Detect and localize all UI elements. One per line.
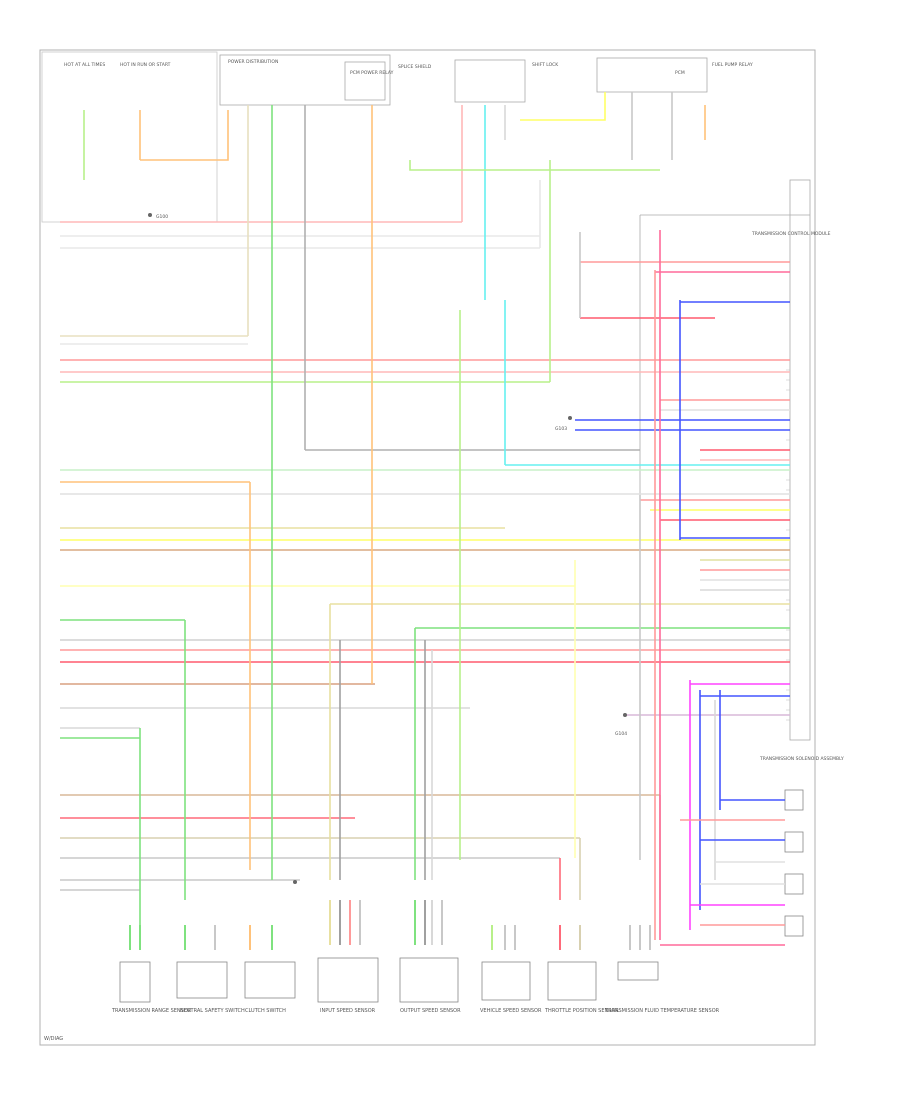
svg-text:VEHICLE SPEED SENSOR: VEHICLE SPEED SENSOR: [480, 1008, 542, 1014]
svg-text:HOT AT ALL TIMES: HOT AT ALL TIMES: [64, 62, 105, 68]
svg-text:INPUT SPEED SENSOR: INPUT SPEED SENSOR: [320, 1008, 376, 1014]
svg-text:FUEL PUMP RELAY: FUEL PUMP RELAY: [712, 62, 753, 68]
svg-text:HOT IN RUN OR START: HOT IN RUN OR START: [120, 62, 171, 68]
solenoid-wires: [660, 799, 785, 946]
svg-text:TRANSMISSION CONTROL MODULE: TRANSMISSION CONTROL MODULE: [751, 231, 831, 237]
horizontal-wires: [60, 221, 790, 891]
svg-text:OUTPUT SPEED SENSOR: OUTPUT SPEED SENSOR: [400, 1008, 461, 1014]
solenoid-assembly: TRANSMISSION SOLENOID ASSEMBLY: [759, 756, 844, 937]
svg-text:SPLICE SHIELD: SPLICE SHIELD: [398, 64, 432, 70]
svg-text:G103: G103: [555, 426, 567, 432]
svg-text:PCM: PCM: [675, 70, 685, 76]
svg-text:G100: G100: [156, 214, 168, 220]
svg-text:PCM POWER RELAY: PCM POWER RELAY: [350, 70, 394, 76]
diagram-frame: [39, 49, 816, 1046]
bottom-components: [119, 957, 659, 1003]
ground-symbols: G100 G103 G104: [148, 213, 627, 884]
svg-text:SHIFT LOCK: SHIFT LOCK: [532, 62, 559, 68]
svg-text:G104: G104: [615, 731, 627, 737]
svg-text:TRANSMISSION FLUID TEMPERATURE: TRANSMISSION FLUID TEMPERATURE SENSOR: [604, 1008, 720, 1014]
corner-label: W/DIAG: [44, 1036, 63, 1042]
vertical-wires: [83, 92, 790, 940]
module-input-wires: [330, 261, 790, 716]
svg-text:THROTTLE POSITION SENSOR: THROTTLE POSITION SENSOR: [544, 1008, 619, 1014]
fuel-pump-relay-box: PCM FUEL PUMP RELAY: [596, 57, 753, 93]
svg-text:CLUTCH SWITCH: CLUTCH SWITCH: [245, 1008, 286, 1014]
top-fuse-block: HOT AT ALL TIMES HOT IN RUN OR START: [41, 51, 218, 223]
bottom-connectors: [129, 900, 651, 950]
svg-text:NEUTRAL SAFETY SWITCH: NEUTRAL SAFETY SWITCH: [180, 1008, 245, 1014]
svg-text:POWER DISTRIBUTION: POWER DISTRIBUTION: [228, 59, 278, 65]
splice-shield-box: SPLICE SHIELD SHIFT LOCK: [398, 59, 559, 103]
svg-text:TRANSMISSION SOLENOID ASSEMBLY: TRANSMISSION SOLENOID ASSEMBLY: [759, 756, 844, 762]
svg-text:TRANSMISSION RANGE SENSOR: TRANSMISSION RANGE SENSOR: [111, 1008, 192, 1014]
power-distribution-box: POWER DISTRIBUTION PCM POWER RELAY: [219, 54, 394, 106]
bottom-labels: TRANSMISSION RANGE SENSOR NEUTRAL SAFETY…: [111, 1008, 720, 1014]
